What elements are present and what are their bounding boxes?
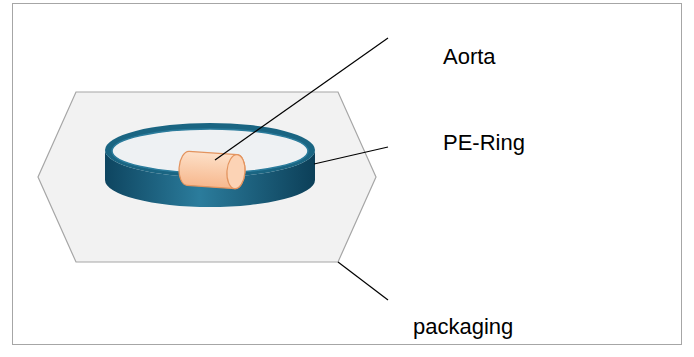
part-label: PE-Ring [443,130,525,156]
frame [13,4,682,345]
packaging-shape [38,92,376,262]
leader-line [215,38,388,160]
part-label: Aorta [443,44,496,70]
part-label: packaging [413,314,513,340]
leader-line [338,262,388,300]
aorta-cylinder [178,151,246,190]
pe-ring [105,123,315,207]
leader-line [314,147,388,164]
